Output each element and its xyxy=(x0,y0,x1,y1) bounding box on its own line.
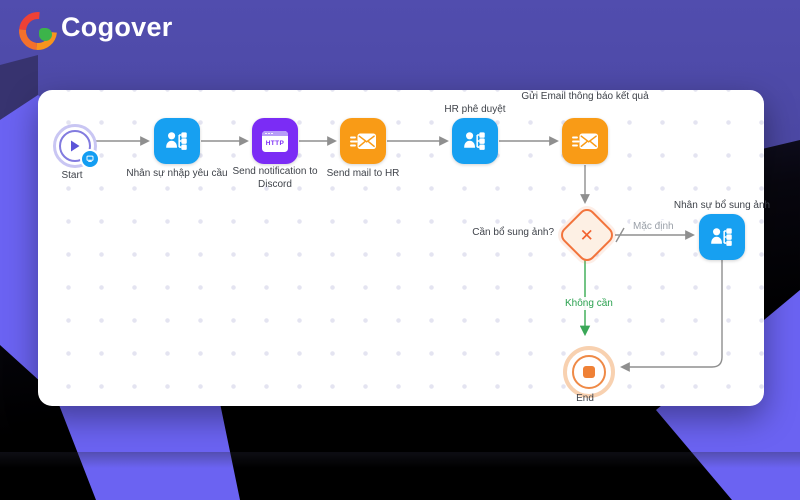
node-end-label: End xyxy=(576,393,594,404)
node-mail-hr-label: Send mail to HR xyxy=(326,168,400,179)
node-hr-approve-label: HR phê duyệt xyxy=(444,104,506,115)
http-icon: HTTP xyxy=(262,130,288,152)
workflow-canvas[interactable]: Start Nhân sự nhập yêu cầu HTTP Send not… xyxy=(38,90,770,406)
node-add-photo[interactable] xyxy=(699,214,745,260)
screen-badge-icon xyxy=(80,149,100,169)
user-form-icon xyxy=(464,132,485,150)
http-icon-text: HTTP xyxy=(265,140,285,148)
decor-laptop-edge xyxy=(0,452,800,468)
play-icon xyxy=(71,140,80,152)
cogover-logo-icon xyxy=(11,4,65,58)
node-notify-discord[interactable]: HTTP xyxy=(252,118,298,164)
send-mail-icon xyxy=(571,133,598,149)
node-start-label: Start xyxy=(61,170,83,181)
send-mail-icon xyxy=(349,133,376,149)
node-notify-discord-label: Send notification to Discord xyxy=(232,166,318,190)
brand-logo: Cogover xyxy=(11,4,173,58)
node-end[interactable] xyxy=(563,346,615,398)
node-gateway-label: Cần bổ sung ảnh? xyxy=(472,227,554,238)
end-ring xyxy=(572,355,606,389)
edge-label-no-need: Không cần xyxy=(562,297,616,310)
start-ring xyxy=(59,130,91,162)
x-gateway-icon: ✕ xyxy=(579,225,595,245)
node-email-result-label: Gửi Email thông báo kết quả xyxy=(521,91,649,102)
user-form-icon xyxy=(711,228,732,246)
node-mail-hr[interactable] xyxy=(340,118,386,164)
node-start[interactable] xyxy=(53,124,100,169)
edge-label-default: Mặc định xyxy=(630,220,677,233)
node-email-result[interactable] xyxy=(562,118,608,164)
brand-name: Cogover xyxy=(61,11,173,42)
node-input-request-label: Nhân sự nhập yêu cầu xyxy=(126,168,228,179)
node-add-photo-label: Nhân sự bổ sung ảnh xyxy=(673,200,771,211)
node-hr-approve[interactable] xyxy=(452,118,498,164)
user-form-icon xyxy=(166,132,187,150)
stop-icon xyxy=(583,366,595,378)
workflow-edges xyxy=(95,136,723,372)
node-input-request[interactable] xyxy=(154,118,200,164)
